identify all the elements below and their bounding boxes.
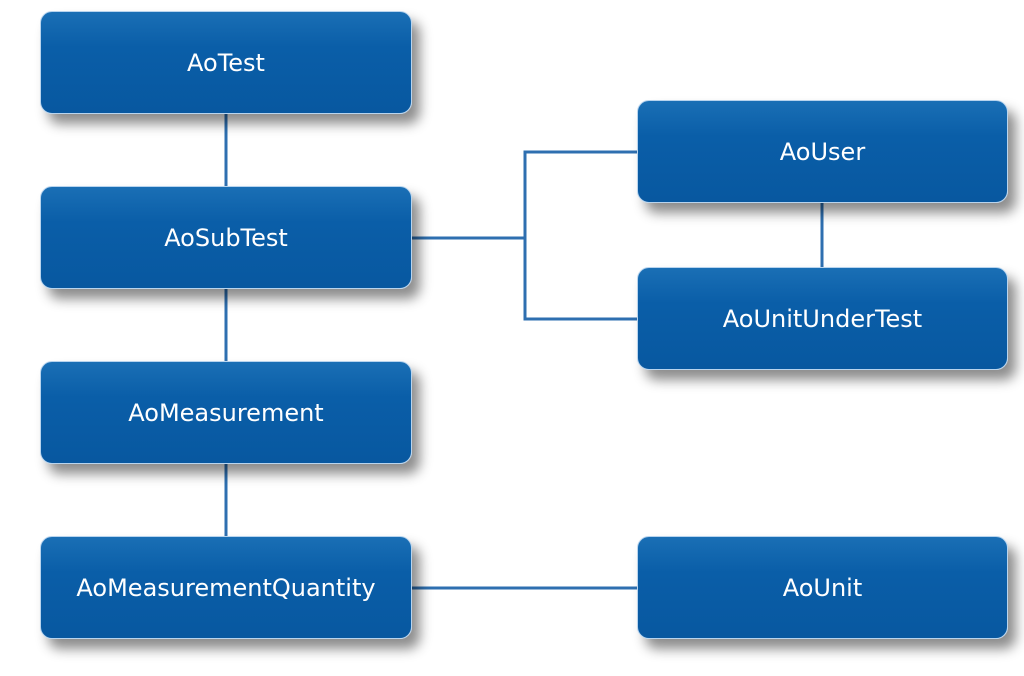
node-label: AoTest bbox=[187, 48, 265, 77]
node-label: AoUser bbox=[779, 137, 866, 166]
node-aomeasurement[interactable]: AoMeasurement bbox=[40, 361, 412, 464]
edge-bracket-aounitundertest bbox=[523, 238, 637, 321]
node-aomeasurementquantity[interactable]: AoMeasurementQuantity bbox=[40, 536, 412, 639]
node-label: AoUnit bbox=[782, 573, 863, 602]
node-aounit[interactable]: AoUnit bbox=[637, 536, 1008, 639]
node-aouser[interactable]: AoUser bbox=[637, 100, 1008, 203]
node-aounitundertest[interactable]: AoUnitUnderTest bbox=[637, 267, 1008, 370]
node-label: AoUnitUnderTest bbox=[722, 304, 923, 333]
node-label: AoSubTest bbox=[164, 223, 288, 252]
node-aotest[interactable]: AoTest bbox=[40, 11, 412, 114]
node-aosubtest[interactable]: AoSubTest bbox=[40, 186, 412, 289]
node-label: AoMeasurement bbox=[128, 398, 324, 427]
node-label: AoMeasurementQuantity bbox=[76, 573, 376, 602]
edge-bracket-aouser bbox=[523, 150, 637, 238]
